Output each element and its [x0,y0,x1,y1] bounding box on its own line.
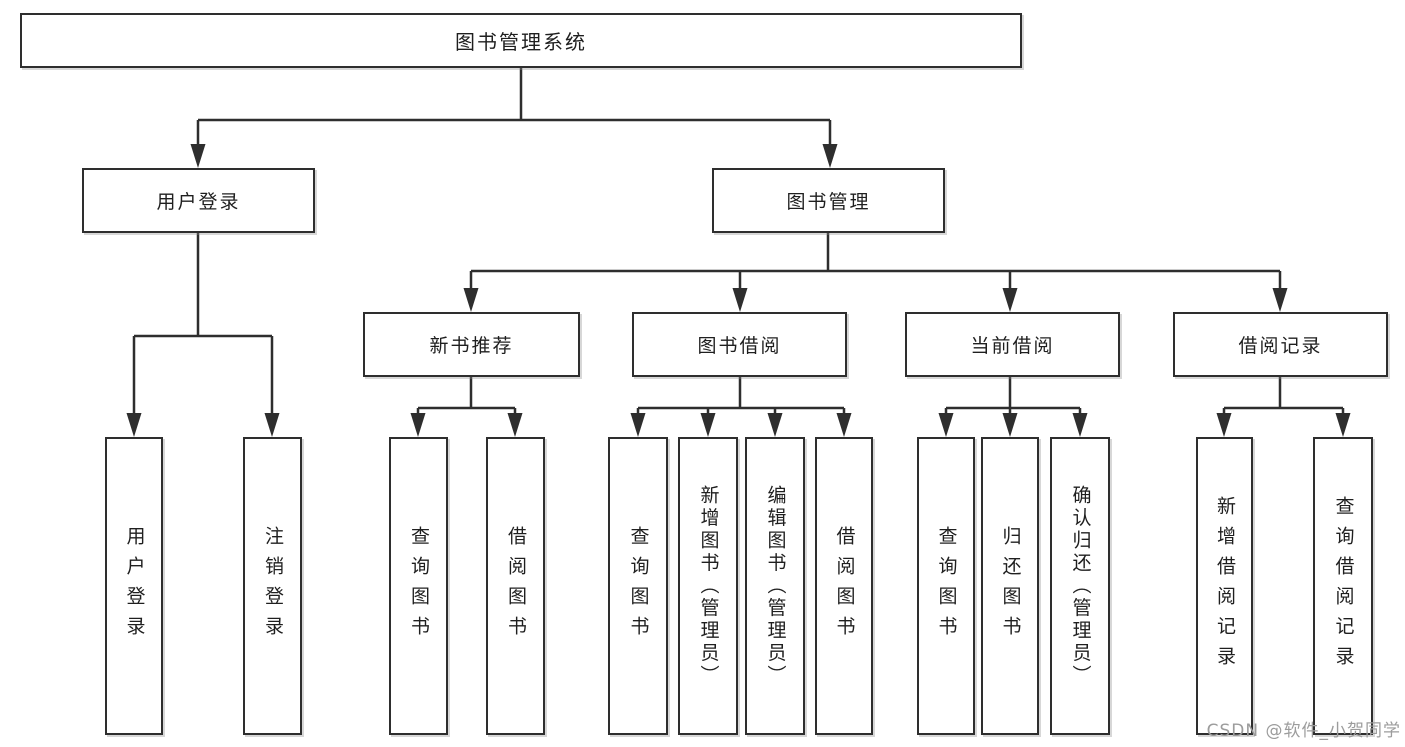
leaf-query-books-recommend: 查询图书 [389,437,448,735]
node-new-book-recommend: 新书推荐 [363,312,580,377]
leaf-edit-book-admin: 编辑图书（管理员） [745,437,805,735]
node-label: 用户登录 [156,191,241,213]
leaf-borrow-books-recommend: 借阅图书 [486,437,545,735]
leaf-user-login: 用户登录 [105,437,163,735]
node-root-system: 图书管理系统 [20,13,1022,68]
leaf-confirm-return-admin: 确认归还（管理员） [1050,437,1110,735]
leaf-query-books-borrow: 查询图书 [608,437,668,735]
leaf-label: 新增图书（管理员） [697,484,720,688]
arrowheads [126,144,1351,437]
leaf-label: 注销登录 [262,526,284,646]
leaf-label: 用户登录 [123,526,146,646]
node-label: 新书推荐 [429,335,514,357]
node-book-borrow: 图书借阅 [632,312,847,377]
leaf-query-borrow-record: 查询借阅记录 [1313,437,1373,735]
node-label: 当前借阅 [970,335,1055,357]
leaf-label: 编辑图书（管理员） [764,484,787,688]
leaf-label: 新增借阅记录 [1214,496,1236,676]
node-current-borrow: 当前借阅 [905,312,1120,377]
leaf-logout: 注销登录 [243,437,302,735]
leaf-return-books: 归还图书 [981,437,1039,735]
node-book-management: 图书管理 [712,168,945,233]
node-label: 图书管理 [786,191,871,213]
csdn-watermark: CSDN @软件_小贺同学 [1206,721,1401,741]
node-label: 图书借阅 [697,335,782,357]
leaf-borrow-books: 借阅图书 [815,437,873,735]
leaf-add-borrow-record: 新增借阅记录 [1196,437,1253,735]
leaf-label: 借阅图书 [833,526,856,646]
node-label: 图书管理系统 [455,30,587,54]
leaf-label: 归还图书 [999,526,1022,646]
leaf-label: 查询图书 [627,526,650,646]
leaf-add-book-admin: 新增图书（管理员） [678,437,738,735]
leaf-label: 查询图书 [408,526,430,646]
leaf-label: 查询图书 [935,526,958,646]
leaf-label: 借阅图书 [505,526,527,646]
node-label: 借阅记录 [1238,335,1323,357]
leaf-query-books-current: 查询图书 [917,437,975,735]
node-borrow-records: 借阅记录 [1173,312,1388,377]
node-user-login: 用户登录 [82,168,315,233]
leaf-label: 查询借阅记录 [1332,496,1355,676]
leaf-label: 确认归还（管理员） [1069,484,1092,688]
